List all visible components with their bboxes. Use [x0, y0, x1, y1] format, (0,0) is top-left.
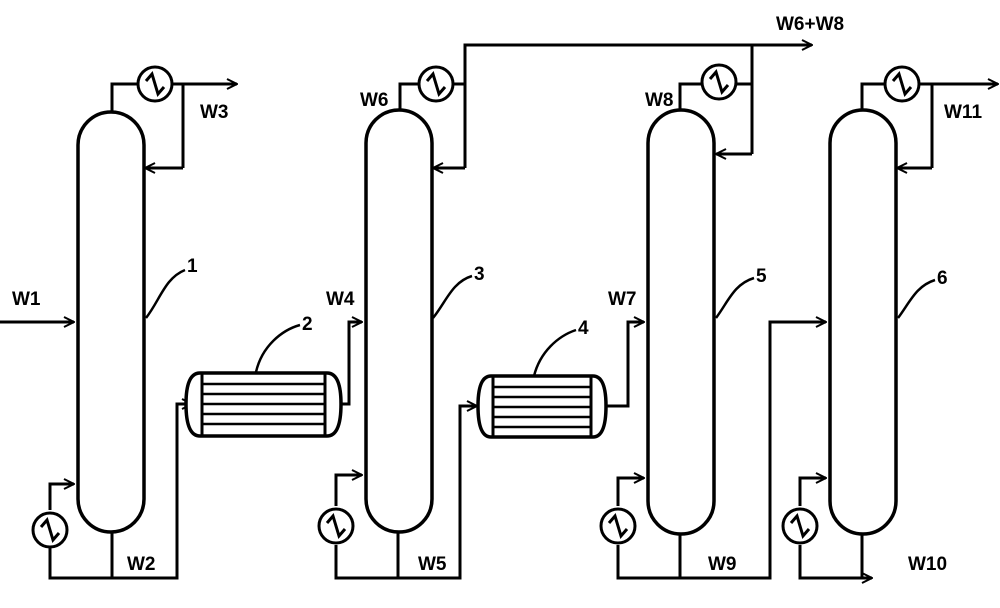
reactor-2 — [184, 371, 343, 438]
reboiler-3-icon — [317, 507, 355, 545]
stream-label-w6-w8: W6+W8 — [776, 14, 844, 35]
stream-label-w5: W5 — [418, 554, 447, 575]
column-6-vessel — [828, 108, 898, 536]
column-6 — [781, 65, 998, 578]
leader-5 — [714, 276, 755, 319]
stream-label-w4: W4 — [326, 289, 355, 310]
unit-label-4: 4 — [578, 318, 589, 339]
reactor-4 — [476, 374, 608, 439]
column-3-vessel — [364, 108, 434, 534]
leader-6 — [896, 278, 936, 319]
unit-label-5: 5 — [756, 266, 767, 287]
stream-label-w1: W1 — [12, 289, 41, 310]
leader-2 — [254, 323, 301, 373]
unit-label-6: 6 — [937, 268, 948, 289]
stream-label-w8: W8 — [645, 90, 674, 111]
condenser-6-icon — [883, 65, 921, 103]
stream-label-w10: W10 — [908, 554, 947, 575]
condenser-1-icon — [136, 65, 174, 103]
reboiler-6-icon — [781, 507, 819, 545]
stream-label-w2: W2 — [127, 554, 156, 575]
unit-label-1: 1 — [187, 256, 198, 277]
leader-1 — [145, 268, 186, 319]
stream-label-w6: W6 — [360, 90, 389, 111]
leader-4 — [532, 328, 577, 377]
column-1-vessel — [76, 110, 146, 534]
leader-3 — [432, 274, 473, 319]
column-5 — [599, 45, 826, 580]
condenser-3-icon — [417, 65, 455, 103]
reboiler-5-icon — [599, 507, 637, 545]
unit-label-3: 3 — [474, 264, 485, 285]
column-1 — [0, 65, 237, 580]
column-5-vessel — [646, 108, 716, 536]
unit-label-2: 2 — [302, 314, 313, 335]
condenser-5-icon — [700, 63, 738, 101]
reboiler-1-icon — [31, 511, 69, 549]
stream-label-w9: W9 — [708, 554, 737, 575]
stream-label-w11: W11 — [944, 102, 982, 123]
stream-label-w3: W3 — [200, 102, 229, 123]
column-3 — [317, 45, 812, 580]
stream-label-w7: W7 — [608, 289, 637, 310]
